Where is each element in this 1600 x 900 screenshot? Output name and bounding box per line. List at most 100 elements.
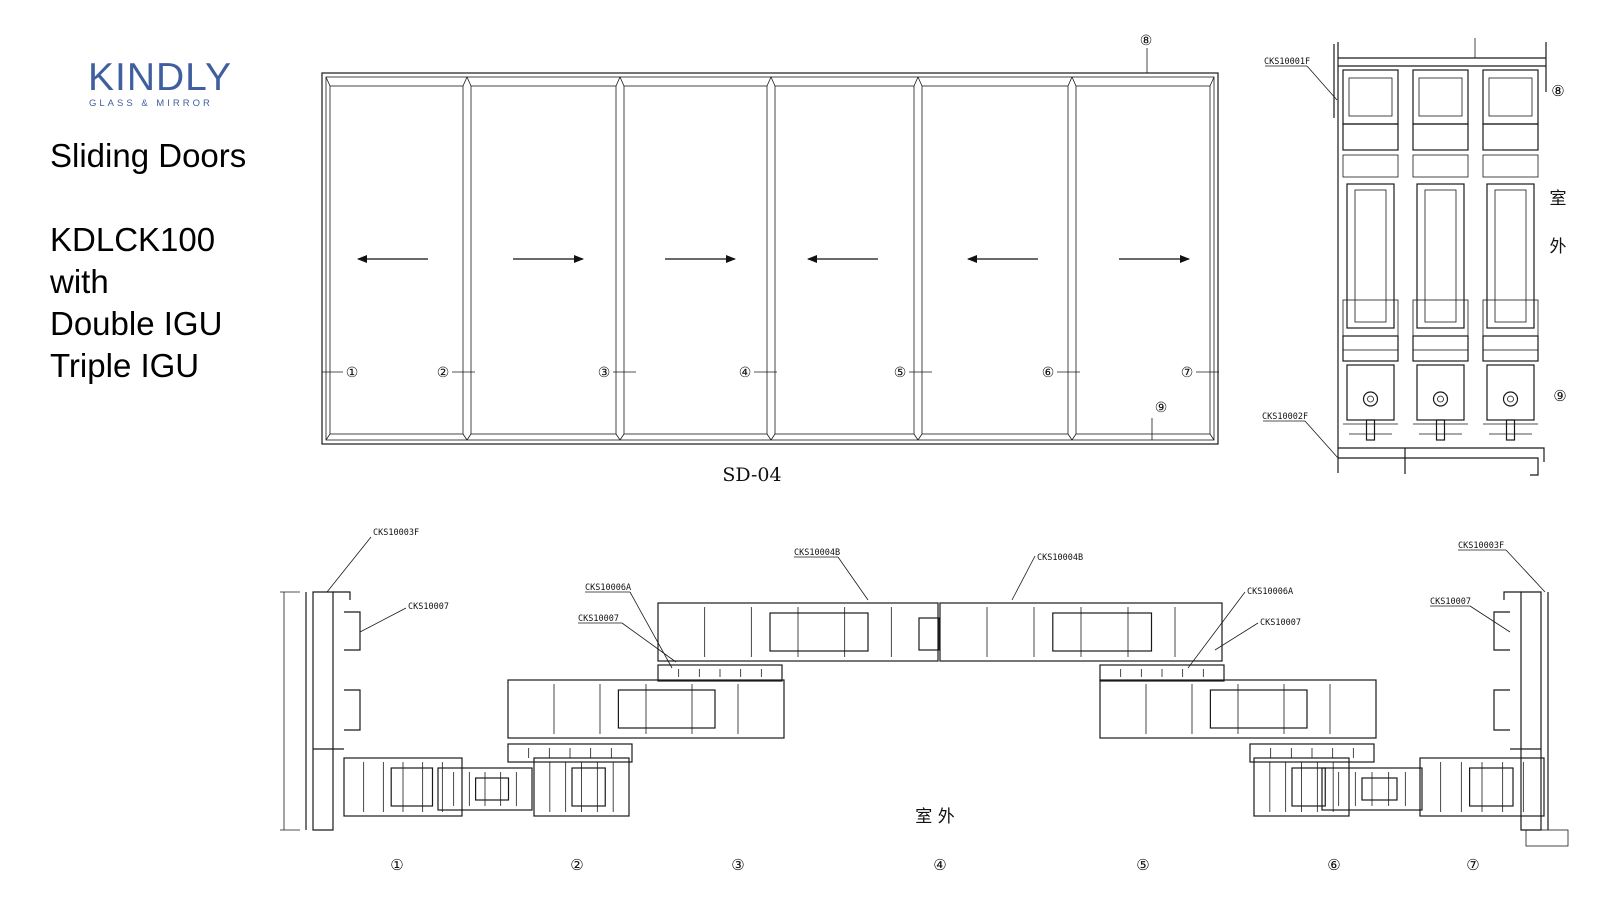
outer-frame bbox=[321, 72, 1219, 445]
panel-bevel bbox=[770, 76, 776, 87]
label-cks10002f: CKS10002F bbox=[1262, 412, 1308, 422]
exterior-label: 室 外 bbox=[915, 807, 954, 827]
glass-pane bbox=[1494, 189, 1527, 323]
sash-frame bbox=[657, 602, 939, 662]
inner-frame bbox=[325, 76, 1215, 441]
page-title: Sliding Doors bbox=[50, 137, 247, 174]
bottom-rail bbox=[1412, 299, 1469, 351]
bottom-rail bbox=[1342, 299, 1399, 351]
spec-line: with bbox=[50, 263, 109, 300]
label-cks10004b-left: CKS10004B bbox=[794, 548, 840, 558]
sash-frame bbox=[1419, 757, 1545, 817]
sash-frame bbox=[1321, 767, 1423, 811]
sash-profiles bbox=[1342, 69, 1539, 441]
section-marker: ⑥ bbox=[1327, 856, 1340, 874]
panel-bevel bbox=[462, 76, 468, 87]
sash-frame bbox=[1099, 664, 1225, 682]
brand-logo: KINDLY GLASS & MIRROR bbox=[88, 56, 248, 110]
label-cks10007-left-inner: CKS10007 bbox=[578, 614, 619, 624]
glass-pane bbox=[1354, 189, 1387, 323]
roller-axle bbox=[1367, 395, 1374, 403]
glass-unit bbox=[1209, 689, 1308, 729]
rail-profile bbox=[1412, 123, 1469, 151]
sill-rail bbox=[1413, 423, 1468, 435]
bottom-rail-profile bbox=[1482, 335, 1539, 362]
horizontal-section: CKS10003F CKS10007 CKS10006A CKS10007 CK… bbox=[280, 528, 1569, 874]
sash-frame bbox=[657, 664, 783, 682]
door-panel bbox=[921, 85, 1069, 435]
label-cks10007-right-inner: CKS10007 bbox=[1260, 618, 1301, 628]
panel-bevel bbox=[325, 76, 331, 87]
spec-line: Triple IGU bbox=[50, 347, 200, 384]
panel-bevel bbox=[766, 76, 772, 87]
glass-unit bbox=[1052, 612, 1153, 652]
glass-unit bbox=[475, 777, 510, 801]
sash-sections bbox=[343, 602, 1545, 817]
roller-wheel bbox=[1432, 391, 1449, 407]
panel-bevel bbox=[615, 433, 621, 441]
section-marker: ④ bbox=[933, 856, 946, 874]
panel-bevel bbox=[1071, 76, 1077, 87]
sash-frame bbox=[507, 743, 633, 763]
door-panels bbox=[325, 76, 1215, 441]
sash-frame bbox=[437, 767, 533, 811]
label-cks10006a-right: CKS10006A bbox=[1247, 587, 1293, 597]
panel-marker: ② bbox=[437, 365, 450, 381]
bottom-rail bbox=[1482, 299, 1539, 351]
panel-bevel bbox=[917, 76, 923, 87]
marker-8: ⑧ bbox=[1551, 82, 1564, 100]
interlock bbox=[918, 617, 940, 651]
section-marker: ⑦ bbox=[1466, 856, 1479, 874]
sill-rail bbox=[1343, 423, 1398, 435]
label-cks10007-right: CKS10007 bbox=[1430, 597, 1471, 607]
track-rail bbox=[1365, 419, 1376, 441]
door-panel bbox=[1075, 85, 1211, 435]
drawing-caption: SD-04 bbox=[722, 464, 781, 486]
product-specs: KDLCK100 with Double IGU Triple IGU bbox=[50, 219, 222, 387]
panel-marker: ① bbox=[346, 365, 359, 381]
head-profile-inner bbox=[1488, 77, 1533, 117]
panel-bevel bbox=[615, 76, 621, 87]
label-cks10003f-left: CKS10003F bbox=[373, 528, 419, 538]
panel-marker: ⑦ bbox=[1181, 365, 1194, 381]
label-cks10006a-left: CKS10006A bbox=[585, 583, 631, 593]
glass-unit bbox=[1361, 777, 1398, 801]
marker-9-label: ⑨ bbox=[1155, 400, 1168, 416]
panel-bevel bbox=[619, 76, 625, 87]
panel-bevel bbox=[913, 433, 919, 441]
brand-name: KINDLY bbox=[88, 56, 232, 99]
marker-8-label: ⑧ bbox=[1140, 33, 1153, 49]
panel-bevel bbox=[766, 433, 772, 441]
panel-marker: ⑥ bbox=[1042, 365, 1055, 381]
glass-unit bbox=[1416, 183, 1465, 329]
bottom-rail-profile bbox=[1342, 335, 1399, 362]
panel-bevel bbox=[913, 76, 919, 87]
sash-frame bbox=[939, 602, 1223, 662]
bottom-rail-profile bbox=[1412, 335, 1469, 362]
section-marker: ⑤ bbox=[1136, 856, 1149, 874]
glass-unit bbox=[1468, 767, 1514, 807]
vertical-section: CKS10001F CKS10002F ⑧ ⑨ 室 外 bbox=[1262, 38, 1567, 476]
head-profile-inner bbox=[1348, 77, 1393, 117]
door-panel bbox=[470, 85, 617, 435]
roller-axle bbox=[1437, 395, 1444, 403]
label-cks10003f-right: CKS10003F bbox=[1458, 541, 1504, 551]
door-panel bbox=[623, 85, 768, 435]
spec-line: KDLCK100 bbox=[50, 221, 216, 258]
glass-pane bbox=[1424, 189, 1457, 323]
panel-marker: ⑤ bbox=[894, 365, 907, 381]
sash-frame bbox=[507, 679, 785, 739]
rail-profile bbox=[1342, 123, 1399, 151]
panel-bevel bbox=[1067, 76, 1073, 87]
glass-unit bbox=[1291, 767, 1326, 807]
panel-bevel bbox=[1071, 433, 1077, 441]
exterior-char-1: 室 bbox=[1550, 189, 1567, 209]
spec-line: Double IGU bbox=[50, 305, 223, 342]
sash-frame bbox=[533, 757, 630, 817]
glass-unit bbox=[1346, 183, 1395, 329]
track-rail bbox=[1435, 419, 1446, 441]
label-cks10004b-right: CKS10004B bbox=[1037, 553, 1083, 563]
section-marker: ② bbox=[570, 856, 583, 874]
